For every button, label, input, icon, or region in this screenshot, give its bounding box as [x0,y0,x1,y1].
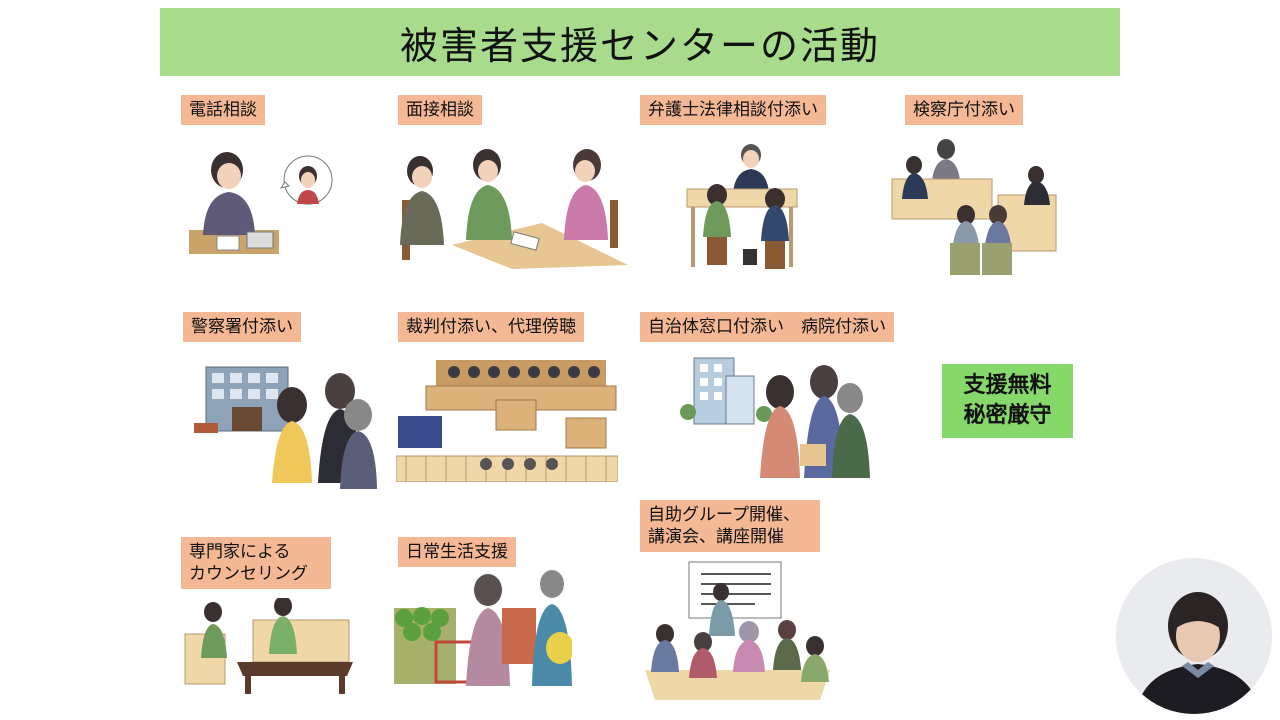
label-self-help-lectures: 自助グループ開催、 講演会、講座開催 [640,500,820,552]
free-confidential-badge: 支援無料 秘密厳守 [942,364,1073,438]
prosecutor-office-illustration [890,135,1058,280]
label-court-escort-proxy-hearing: 裁判付添い、代理傍聴 [398,312,584,342]
counseling-illustration [183,598,353,696]
courtroom-illustration [396,360,618,482]
phone-consultation-illustration [185,140,335,265]
lawyer-consultation-illustration [683,137,803,277]
label-police-escort: 警察署付添い [183,312,301,342]
label-expert-counseling-line2: カウンセリング [189,564,308,584]
label-daily-life-support: 日常生活支援 [398,537,516,567]
municipal-office-illustration [680,352,870,482]
label-municipal-hospital-escort: 自治体窓口付添い 病院付添い [640,312,894,342]
badge-line-confidential: 秘密厳守 [963,403,1052,428]
police-station-illustration [192,365,377,490]
badge-line-free: 支援無料 [963,373,1052,398]
self-help-group-illustration [645,560,830,700]
presenter-webcam [1116,558,1272,714]
label-prosecutor-escort: 検察庁付添い [905,95,1023,125]
daily-life-support-illustration [392,568,572,690]
title-bar: 被害者支援センターの活動 [160,8,1120,76]
interview-consultation-illustration [392,145,628,270]
label-self-help-line1: 自助グループ開催、 [648,505,800,525]
label-lawyer-consultation-escort: 弁護士法律相談付添い [640,95,826,125]
label-expert-counseling: 専門家による カウンセリング [181,537,331,589]
label-self-help-line2: 講演会、講座開催 [648,527,784,547]
slide-title: 被害者支援センターの活動 [399,23,880,68]
label-interview-consultation: 面接相談 [398,95,482,125]
label-expert-counseling-line1: 専門家による [189,542,291,562]
label-phone-consultation: 電話相談 [181,95,265,125]
